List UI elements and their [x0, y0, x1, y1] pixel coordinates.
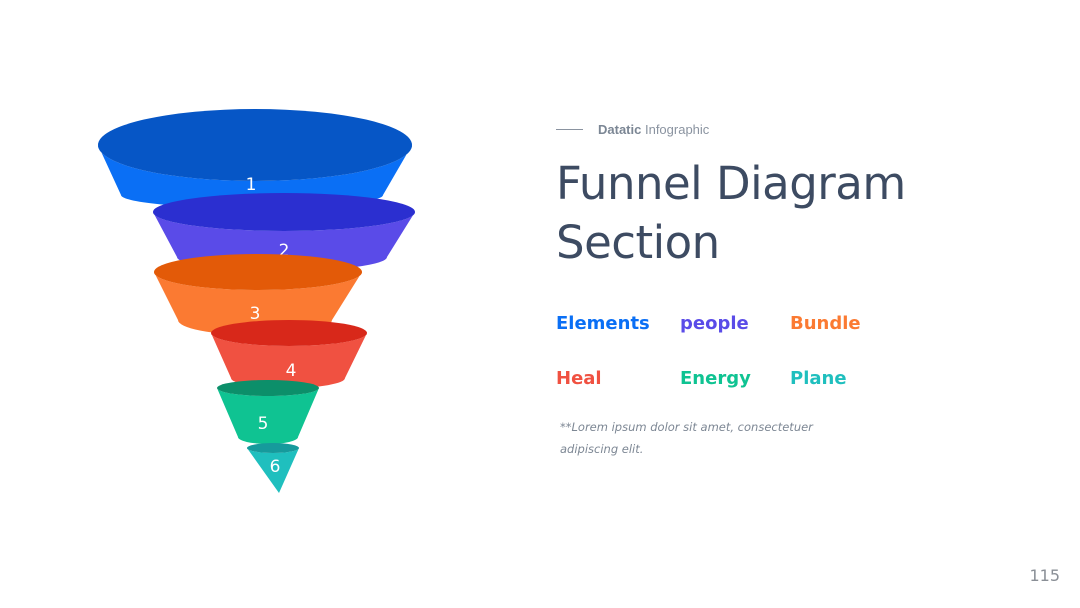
legend-item-3: Bundle [790, 313, 861, 334]
funnel-level-5: 5 [217, 380, 319, 444]
page-number: 115 [1029, 566, 1060, 585]
footnote: **Lorem ipsum dolor sit amet, consectetu… [560, 416, 820, 460]
funnel-level-1: 1 [98, 109, 412, 208]
footnote-line-1: **Lorem ipsum dolor sit amet, consectetu… [560, 420, 813, 434]
funnel-body-1 [98, 145, 412, 208]
funnel-level-4: 4 [211, 320, 367, 388]
funnel-level-6: 6 [247, 443, 299, 493]
page-title: Funnel Diagram Section [556, 154, 906, 272]
funnel-label-4: 4 [286, 361, 297, 381]
funnel-label-3: 3 [250, 304, 261, 324]
funnel-label-2: 2 [279, 241, 290, 261]
tag-rest: Infographic [641, 122, 710, 137]
legend-item-1: Elements [556, 313, 650, 334]
funnel-body-4 [211, 333, 367, 388]
funnel-level-3: 3 [154, 254, 362, 335]
funnel-rim-4 [211, 320, 367, 346]
funnel-label-5: 5 [258, 414, 269, 434]
footnote-line-2: adipiscing elit. [560, 442, 644, 456]
funnel-rim-2 [153, 193, 415, 231]
funnel-body-3 [154, 272, 362, 335]
legend-item-2: people [680, 313, 749, 334]
section-tag: Datatic Infographic [598, 122, 709, 137]
funnel-rim-3 [154, 254, 362, 290]
funnel-body-5 [217, 388, 319, 444]
funnel-label-1: 1 [246, 175, 257, 195]
legend-item-6: Plane [790, 368, 847, 389]
title-line-2: Section [556, 216, 720, 269]
funnel-body-6 [247, 448, 299, 493]
tag-divider [556, 129, 583, 130]
funnel-label-6: 6 [270, 457, 281, 477]
legend-item-4: Heal [556, 368, 602, 389]
tag-bold: Datatic [598, 122, 642, 137]
funnel-rim-1 [98, 109, 412, 181]
funnel-diagram: 1 2 3 4 5 6 [98, 109, 415, 493]
title-line-1: Funnel Diagram [556, 157, 906, 210]
legend-item-5: Energy [680, 368, 751, 389]
funnel-rim-6 [247, 443, 299, 453]
funnel-rim-5 [217, 380, 319, 396]
